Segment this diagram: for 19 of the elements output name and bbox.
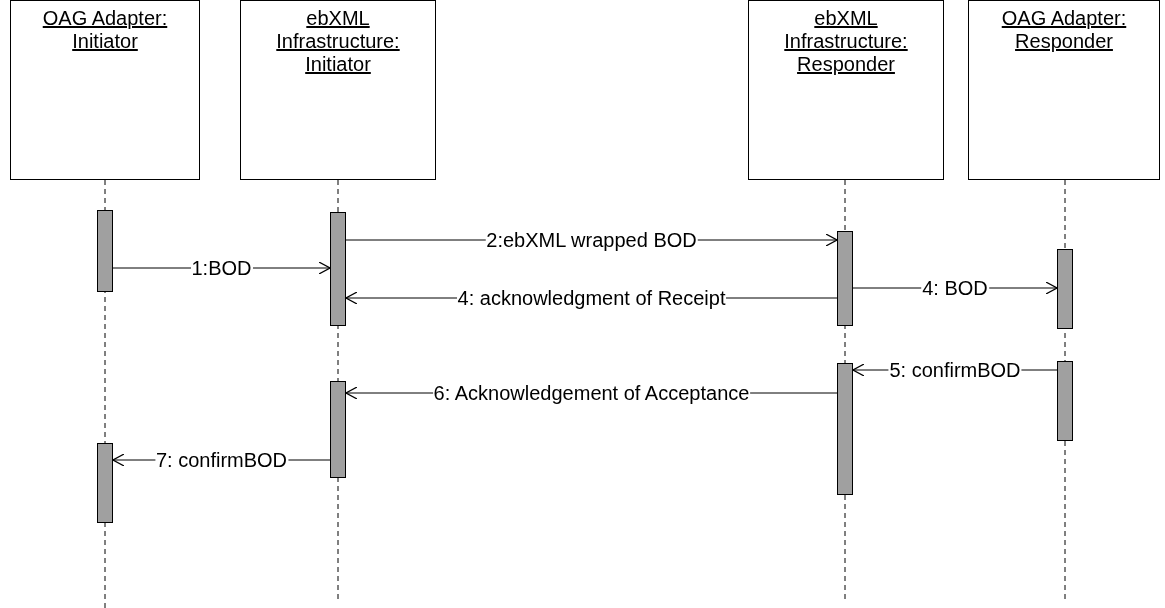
participant-name: ebXML Infrastructure: Responder [783,7,909,76]
activation-bar [330,381,346,478]
participant-box [10,0,200,180]
activation-bar [1057,249,1073,329]
activation-bar [837,363,853,495]
participant-box [968,0,1160,180]
participant-name: OAG Adapter: Initiator [41,7,169,53]
message-label: 4: acknowledgment of Receipt [456,287,727,309]
activation-bar [97,443,113,523]
participant-name: ebXML Infrastructure: Initiator [275,7,401,76]
activation-bar [1057,361,1073,441]
activation-bar [97,210,113,292]
message-label: 6: Acknowledgement of Acceptance [432,382,751,404]
message-label: 2:ebXML wrapped BOD [485,229,698,251]
activation-bar [330,212,346,326]
activation-bar [837,231,853,326]
participant-box [748,0,944,180]
participant-box [240,0,436,180]
participant-name: OAG Adapter: Responder [1000,7,1128,53]
